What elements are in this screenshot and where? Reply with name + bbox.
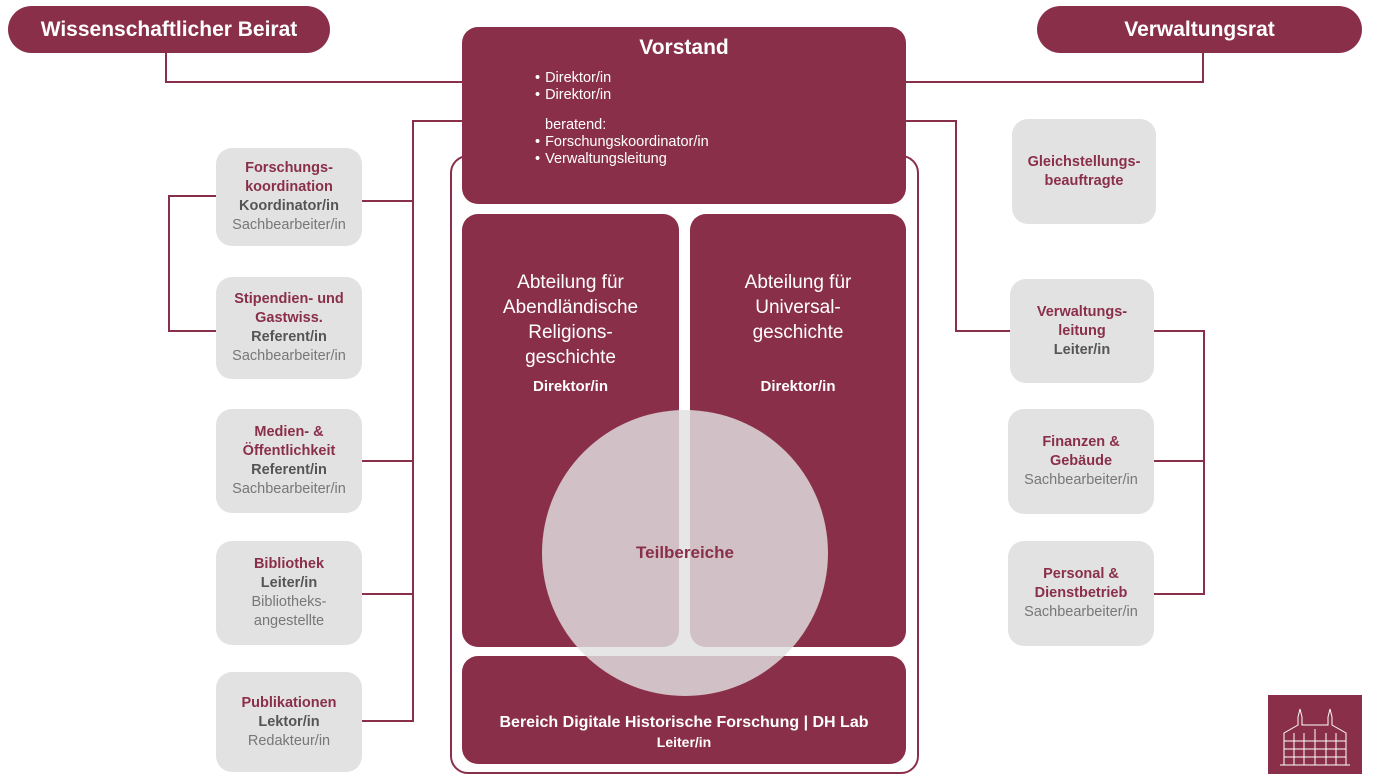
vorstand-advisory-item: Verwaltungsleitung [535, 151, 709, 168]
teilbereiche-circle: Teilbereiche [542, 410, 828, 696]
verwaltungsrat-label: Verwaltungsrat [1124, 17, 1275, 41]
connector-right-v [955, 120, 957, 332]
vorstand-box: Vorstand Direktor/in Direktor/in beraten… [462, 27, 906, 204]
connector-right-bracket-mid [1153, 460, 1205, 462]
vorstand-title: Vorstand [639, 36, 729, 59]
right-box-gleichstellung: Gleichstellungs- beauftragte [1012, 119, 1156, 224]
dept-right-head: Direktor/in [760, 378, 836, 395]
right-box-personal: Personal & Dienstbetrieb Sachbearbeiter/… [1008, 541, 1154, 646]
dept-left-title: Abteilung für Abendländische Religions- … [502, 272, 639, 368]
connector-left-3 [362, 460, 414, 462]
connector-right-bracket-top [1153, 330, 1205, 332]
connector-left-bracket-bottom [168, 330, 216, 332]
dh-lab-title: Bereich Digitale Historische Forschung |… [499, 714, 869, 731]
vorstand-member: Direktor/in [535, 87, 709, 104]
dh-lab-head: Leiter/in [656, 734, 712, 750]
building-logo-icon [1268, 695, 1362, 774]
vorstand-advisory-item: Forschungskoordinator/in [535, 134, 709, 151]
connector-left-spine [412, 120, 414, 722]
box-role: Koordinator/in [239, 198, 339, 214]
building-logo-svg [1280, 708, 1350, 766]
box-role: Leiter/in [1053, 341, 1111, 358]
vorstand-member: Direktor/in [535, 70, 709, 87]
dept-left-head: Direktor/in [532, 378, 608, 395]
box-staff: Sachbearbeiter/in [232, 481, 346, 497]
box-role: Referent/in [251, 462, 327, 478]
connector-left-h-top [412, 120, 463, 122]
box-staff: Sachbearbeiter/in [232, 217, 346, 233]
box-staff: Sachbearbeiter/in [1024, 604, 1138, 620]
connector-right-h-top [905, 120, 957, 122]
connector-right-bracket-v [1203, 330, 1205, 595]
vorstand-advisory-list: Forschungskoordinator/in Verwaltungsleit… [535, 134, 709, 168]
box-role: Lektor/in [258, 713, 320, 730]
connector-left-bracket-top [168, 195, 216, 197]
connector-left-bracket-v [168, 195, 170, 332]
right-box-verwaltungsleitung: Verwaltungs- leitung Leiter/in [1010, 279, 1154, 383]
left-box-publikationen: Publikationen Lektor/in Redakteur/in [216, 672, 362, 772]
left-box-medien: Medien- & Öffentlichkeit Referent/in Sac… [216, 409, 362, 513]
connector-verwaltungsrat-v [1202, 48, 1204, 83]
wissenschaftlicher-beirat-box: Wissenschaftlicher Beirat [8, 6, 330, 53]
connector-left-1 [362, 200, 414, 202]
vorstand-advisory-label: beratend: [545, 117, 607, 133]
left-box-bibliothek: Bibliothek Leiter/in Bibliotheks- angest… [216, 541, 362, 645]
vorstand-members-list: Direktor/in Direktor/in [535, 70, 709, 104]
box-role: Leiter/in [260, 575, 318, 591]
verwaltungsrat-box: Verwaltungsrat [1037, 6, 1362, 53]
box-staff: Sachbearbeiter/in [1024, 472, 1138, 488]
left-box-forschungskoordination: Forschungs- koordination Koordinator/in … [216, 148, 362, 246]
box-staff: Redakteur/in [247, 732, 331, 749]
right-box-finanzen: Finanzen & Gebäude Sachbearbeiter/in [1008, 409, 1154, 514]
left-box-stipendien: Stipendien- und Gastwiss. Referent/in Sa… [216, 277, 362, 379]
connector-left-5 [362, 720, 414, 722]
connector-right-h-verw [955, 330, 1010, 332]
connector-beirat-v [165, 48, 167, 83]
box-staff: angestellte [253, 613, 325, 629]
connector-verwaltungsrat-h [905, 81, 1204, 83]
box-staff: Sachbearbeiter/in [232, 348, 346, 364]
dept-right-title: Abteilung für Universal- geschichte [744, 272, 852, 343]
box-role: Referent/in [251, 329, 327, 345]
connector-beirat-h [165, 81, 463, 83]
teilbereiche-label: Teilbereiche [636, 543, 734, 562]
box-staff: Bibliotheks- [251, 594, 327, 610]
wissenschaftlicher-beirat-label: Wissenschaftlicher Beirat [40, 17, 298, 41]
connector-right-bracket-bottom [1153, 593, 1205, 595]
connector-left-4 [362, 593, 414, 595]
